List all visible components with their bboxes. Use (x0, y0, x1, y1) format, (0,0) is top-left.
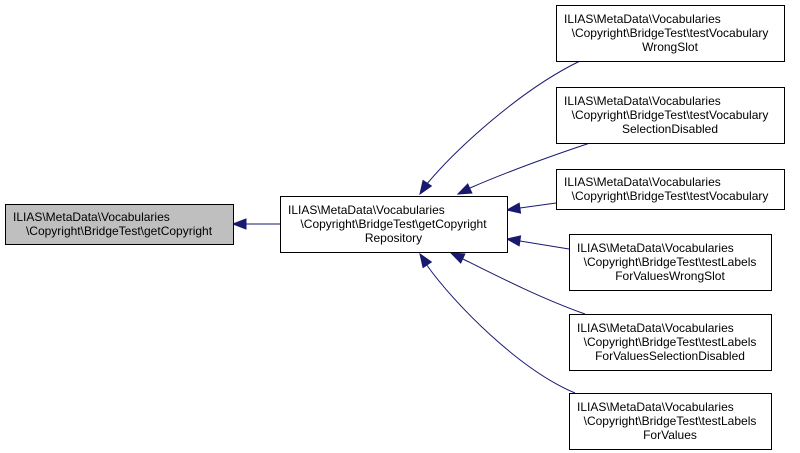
edge-getCopyrightRepository-to-getCopyright (231, 218, 280, 230)
arrow-head-icon (456, 183, 473, 195)
node-box (569, 393, 772, 450)
arrow-head-icon (231, 218, 247, 230)
arrow-head-icon (505, 202, 522, 214)
node-box (569, 234, 772, 291)
edge-line (519, 240, 570, 250)
node-label-line: \Copyright\BridgeTest\testLabels (584, 335, 757, 349)
node-testLabelsForValues[interactable]: ILIAS\MetaData\Vocabularies\Copyright\Br… (569, 393, 772, 450)
node-label-line: ILIAS\MetaData\Vocabularies (564, 94, 721, 108)
edge-testLabelsForValues-to-getCopyrightRepository (419, 252, 576, 394)
node-box (569, 314, 772, 371)
arrow-head-icon (419, 252, 433, 269)
node-label-line: ILIAS\MetaData\Vocabularies (13, 210, 170, 224)
node-label-line: \Copyright\BridgeTest\testLabels (584, 414, 757, 428)
node-testVocabulary[interactable]: ILIAS\MetaData\Vocabularies\Copyright\Br… (556, 169, 785, 210)
node-label-line: \Copyright\BridgeTest\getCopyright (300, 217, 487, 231)
node-label-line: ILIAS\MetaData\Vocabularies (288, 203, 445, 217)
node-box (556, 87, 785, 144)
node-label-line: ILIAS\MetaData\Vocabularies (564, 175, 721, 189)
node-label-line: ForValues (643, 428, 697, 442)
node-getCopyright[interactable]: ILIAS\MetaData\Vocabularies\Copyright\Br… (5, 204, 234, 245)
arrow-head-icon (449, 252, 466, 264)
edge-line (462, 258, 586, 315)
node-label-line: ForValuesWrongSlot (615, 269, 725, 283)
node-label-line: ForValuesSelectionDisabled (595, 349, 745, 363)
node-label-line: ILIAS\MetaData\Vocabularies (577, 241, 734, 255)
node-label-line: Repository (365, 231, 422, 245)
node-label-line: SelectionDisabled (622, 122, 718, 136)
arrow-head-icon (419, 179, 433, 196)
arrow-head-icon (505, 235, 522, 247)
node-label-line: ILIAS\MetaData\Vocabularies (577, 321, 734, 335)
node-testLabelsForValuesSelectionDisabled[interactable]: ILIAS\MetaData\Vocabularies\Copyright\Br… (569, 314, 772, 371)
node-label-line: ILIAS\MetaData\Vocabularies (564, 12, 721, 26)
edge-line (519, 202, 557, 209)
node-box (5, 204, 234, 245)
node-testVocabularySelectionDisabled[interactable]: ILIAS\MetaData\Vocabularies\Copyright\Br… (556, 87, 785, 144)
edge-testLabelsForValuesWrongSlot-to-getCopyrightRepository (505, 235, 570, 250)
edge-line (425, 60, 581, 186)
edge-line (469, 142, 591, 189)
node-label-line: \Copyright\BridgeTest\testVocabulary (572, 108, 769, 122)
node-box (556, 5, 785, 62)
edges-layer (231, 60, 591, 394)
node-label-line: \Copyright\BridgeTest\getCopyright (26, 224, 213, 238)
node-label-line: \Copyright\BridgeTest\testVocabulary (572, 189, 769, 203)
edge-testVocabulary-to-getCopyrightRepository (505, 202, 557, 214)
node-label-line: WrongSlot (642, 40, 698, 54)
edge-testLabelsForValuesSelectionDisabled-to-getCopyrightRepository (449, 252, 586, 315)
node-testVocabularyWrongSlot[interactable]: ILIAS\MetaData\Vocabularies\Copyright\Br… (556, 5, 785, 62)
nodes-layer: ILIAS\MetaData\Vocabularies\Copyright\Br… (5, 5, 785, 450)
node-label-line: \Copyright\BridgeTest\testLabels (584, 255, 757, 269)
node-box (556, 169, 785, 210)
node-label-line: ILIAS\MetaData\Vocabularies (577, 400, 734, 414)
node-box (280, 196, 508, 253)
node-getCopyrightRepository[interactable]: ILIAS\MetaData\Vocabularies\Copyright\Br… (280, 196, 508, 253)
edge-testVocabularyWrongSlot-to-getCopyrightRepository (419, 60, 581, 196)
edge-testVocabularySelectionDisabled-to-getCopyrightRepository (456, 142, 591, 195)
node-label-line: \Copyright\BridgeTest\testVocabulary (572, 26, 769, 40)
node-testLabelsForValuesWrongSlot[interactable]: ILIAS\MetaData\Vocabularies\Copyright\Br… (569, 234, 772, 291)
edge-line (425, 263, 576, 394)
